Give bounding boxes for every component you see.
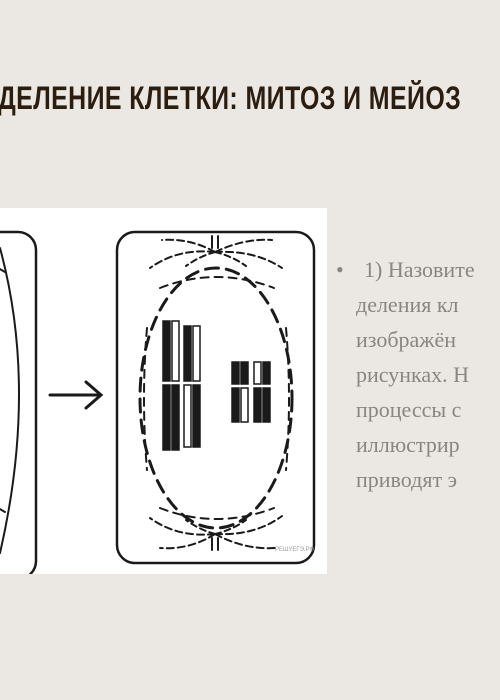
slide-title: ДЕЛЕНИЕ КЛЕТКИ: МИТОЗ И МЕЙОЗ — [0, 80, 462, 116]
cell-division-figure: РЕШУЕГЭ.РФ — [0, 208, 327, 574]
bullet-item: • 1) Назовите деления кл изображён рисун… — [336, 252, 500, 497]
bullet-marker: • — [336, 257, 344, 282]
chromosome-group-left — [162, 320, 201, 451]
left-cell-drawing — [0, 230, 38, 574]
bullet-line: приводят э — [356, 467, 458, 492]
chromosome-group-right — [231, 361, 271, 423]
bullet-line: иллюстрир — [356, 432, 460, 457]
bullet-list: • 1) Назовите деления кл изображён рисун… — [336, 252, 500, 497]
bullet-line: рисунках. Н — [356, 362, 470, 387]
bullet-line: 1) Назовите — [364, 257, 475, 282]
arrow-icon — [48, 380, 104, 410]
bullet-line: изображён — [356, 327, 457, 352]
bullet-line: процессы с — [356, 397, 462, 422]
right-cell-drawing — [115, 230, 316, 565]
figure-watermark: РЕШУЕГЭ.РФ — [275, 547, 314, 553]
bullet-line: деления кл — [356, 292, 459, 317]
